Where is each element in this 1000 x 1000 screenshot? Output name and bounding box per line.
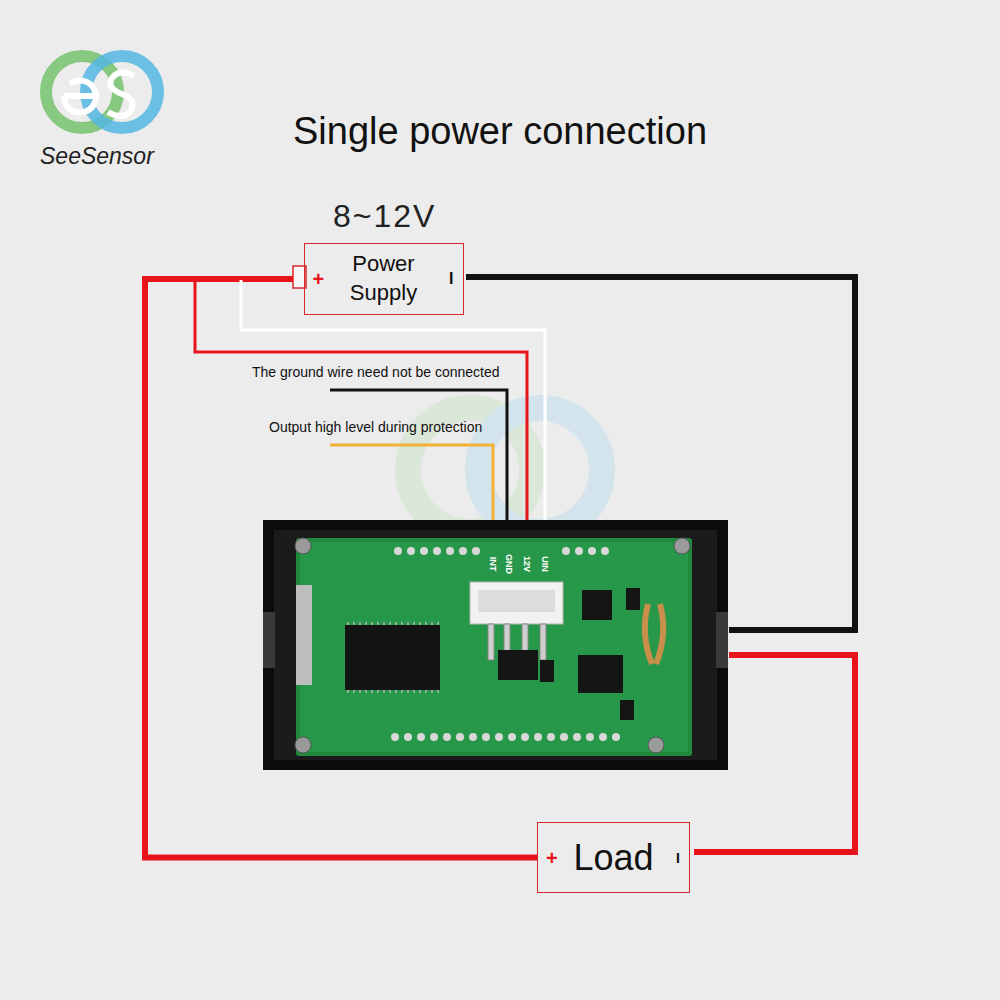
- polarity-minus: I: [676, 850, 680, 866]
- meter-board: [263, 520, 728, 770]
- pin-name: UIN: [540, 555, 550, 573]
- polarity-plus: +: [546, 846, 558, 869]
- box-label: Load: [573, 837, 653, 879]
- load-box: + Load I: [537, 822, 690, 893]
- power-supply-box: + Power Supply I: [304, 243, 464, 315]
- pin-name: GND: [504, 553, 514, 575]
- voltage-label: 8~12V: [333, 198, 436, 235]
- note-text: The ground wire need not be connected: [252, 364, 500, 380]
- box-label: Power Supply: [334, 250, 434, 307]
- pin-name: INT: [488, 556, 498, 573]
- polarity-minus: I: [449, 270, 453, 288]
- pin-name: 12V: [522, 555, 532, 573]
- brand-name: SeeSensor: [40, 143, 154, 169]
- polarity-plus: +: [313, 268, 325, 291]
- logo-mark: [46, 56, 158, 128]
- note-text: Output high level during protection: [269, 419, 482, 435]
